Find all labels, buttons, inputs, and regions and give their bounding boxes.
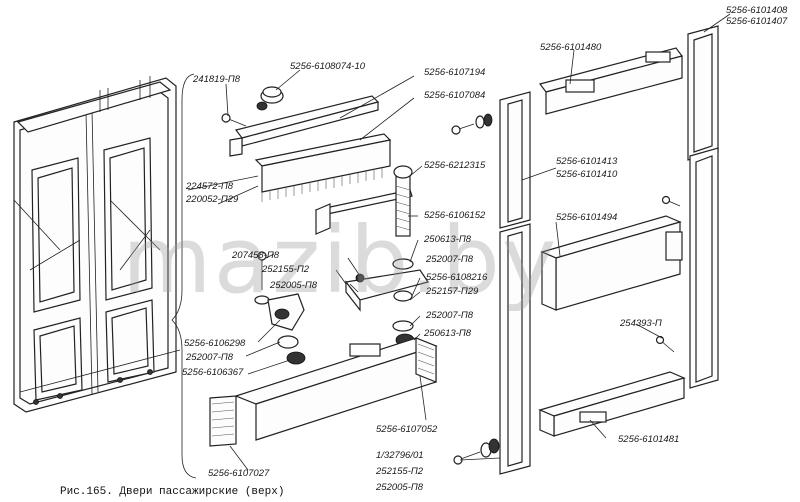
part-label: 5256-6106367: [182, 367, 244, 378]
part-label: 252155-П2: [375, 466, 424, 477]
part-label: 252157-П29: [425, 286, 479, 297]
bottom-screw: [453, 438, 500, 465]
angle-bracket: [315, 189, 413, 235]
part-label: 252005-П8: [375, 482, 424, 493]
part-label: 5256-6107052: [376, 424, 438, 435]
part-label: 5256-6101481: [618, 434, 679, 445]
part-label: 252007-П8: [185, 352, 234, 363]
part-label: 5256-6101494: [556, 212, 617, 223]
part-labels: 241819-П8 5256-6108074-10 5256-6107194 5…: [182, 5, 788, 493]
part-label: 241819-П8: [192, 74, 241, 85]
door-assembly-overview: [13, 76, 181, 413]
part-label: 5256-6101480: [540, 42, 602, 53]
part-label: 5256-6101413: [556, 156, 618, 167]
part-label: 252005-П8: [269, 280, 318, 291]
group-brace: [171, 73, 197, 479]
knob-part: [256, 86, 284, 111]
part-label: 5256-6107084: [424, 90, 485, 101]
part-label: 5256-6101410: [556, 169, 618, 180]
part-label: 5256-6107194: [424, 67, 485, 78]
part-label: 254393-П: [619, 318, 662, 329]
part-label: 250613-П8: [423, 328, 472, 339]
part-label: 1/32796/01: [376, 450, 424, 461]
bottom-carriage: [209, 337, 438, 447]
part-label: 250613-П8: [423, 234, 472, 245]
part-label: 5256-6106152: [424, 210, 486, 221]
part-label: 5256-6106298: [184, 338, 246, 349]
part-label: 5256-6101408: [726, 5, 788, 16]
figure-caption: Рис.165. Двери пассажирские (верх): [60, 486, 284, 498]
screw-part: [221, 113, 247, 127]
part-label: 252007-П8: [425, 254, 474, 265]
right-frame-parts: [499, 25, 719, 475]
part-label: 5256-6108216: [426, 272, 488, 283]
part-label: 252007-П8: [425, 310, 474, 321]
center-parts: [209, 86, 500, 465]
top-crossbar: [538, 47, 684, 115]
part-label: 220052-П29: [185, 194, 239, 205]
top-bolt: [451, 113, 493, 135]
hinge-bracket: [344, 269, 429, 312]
part-label: 5256-6101407: [726, 16, 788, 27]
part-label: 5256-6212315: [424, 160, 486, 171]
part-label: 207458-П8: [231, 250, 280, 261]
bottom-crossbar: [538, 371, 686, 437]
part-label: 5256-6107027: [208, 468, 270, 479]
left-bolt-stack: [254, 251, 306, 365]
part-label: 5256-6108074-10: [290, 61, 366, 72]
middle-crossbar: [540, 215, 683, 311]
leader-lines: [187, 13, 731, 471]
part-label: 252155-П2: [261, 264, 310, 275]
brush-seal: [254, 133, 392, 202]
top-rail-bar: [229, 95, 380, 157]
watermark: mazib.by: [122, 207, 558, 314]
part-label: 224572-П8: [185, 181, 234, 192]
